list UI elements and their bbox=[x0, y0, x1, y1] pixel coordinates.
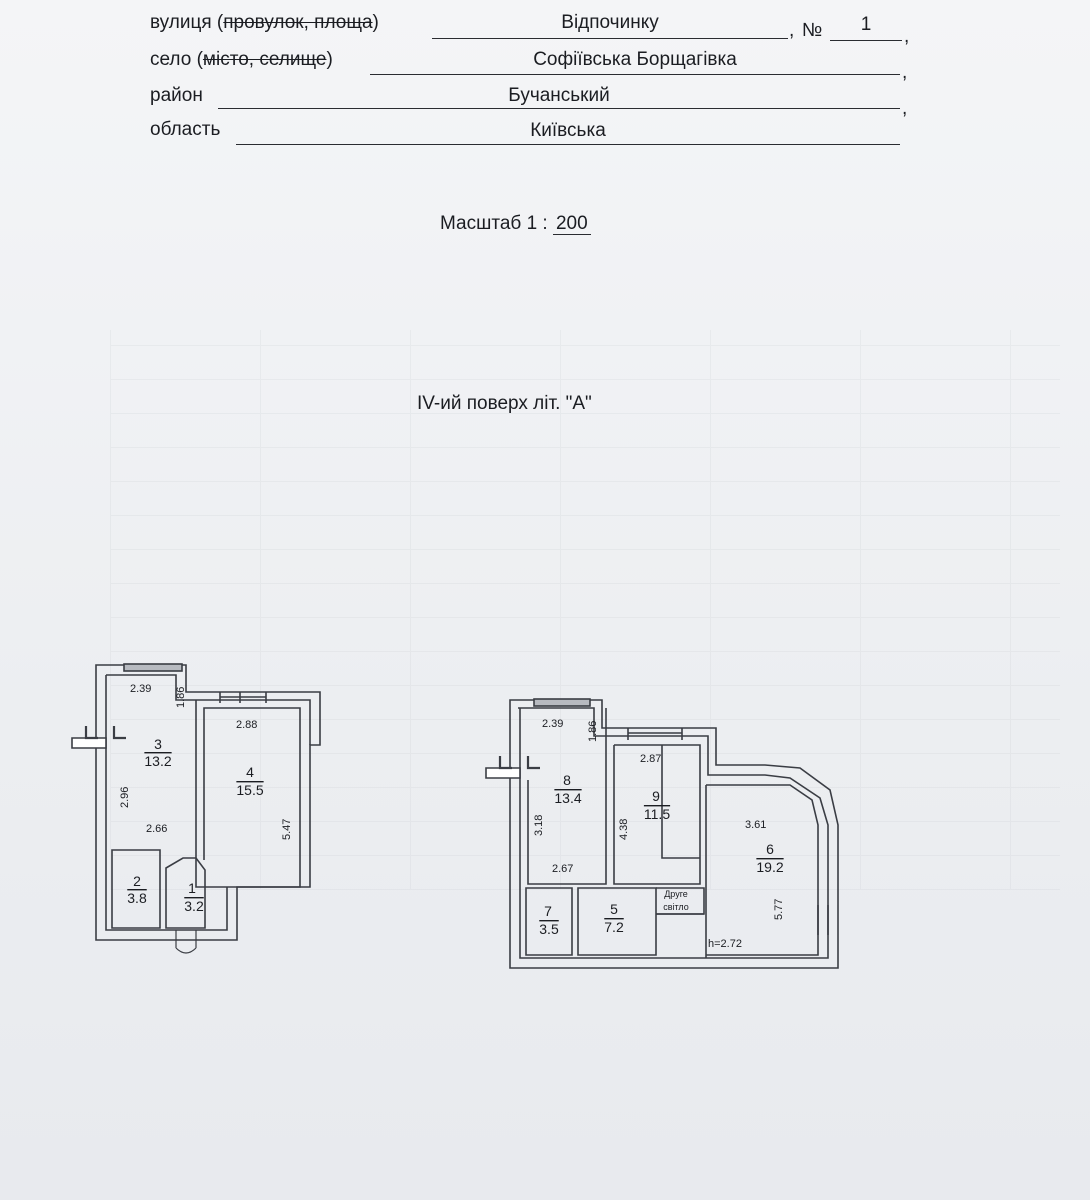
dim-left-5: 5.47 bbox=[281, 819, 293, 840]
room-right-5-number: 5 bbox=[610, 901, 618, 917]
district-value: Бучанський bbox=[508, 85, 610, 106]
plan-left bbox=[71, 663, 321, 954]
room-left-4-number: 4 bbox=[246, 764, 254, 780]
street-label-struck: провулок, площа bbox=[223, 12, 373, 33]
district-comma: , bbox=[902, 98, 908, 119]
village-label-struck: місто, селище bbox=[202, 49, 327, 70]
room-right-9-number: 9 bbox=[652, 788, 660, 804]
dim-left-3: 2.96 bbox=[119, 787, 131, 808]
plan-right-labels: 2.39 1.86 2.87 3.61 3.18 4.38 2.67 5.77 … bbox=[533, 718, 785, 950]
room-left-2-number: 2 bbox=[133, 873, 141, 889]
district-label: район bbox=[150, 85, 203, 106]
dim-right-3: 3.61 bbox=[745, 819, 766, 831]
village-label: село (місто, селище) bbox=[150, 49, 333, 71]
dim-right-7: 5.77 bbox=[773, 899, 785, 920]
village-value: Софіївська Борщагівка bbox=[533, 49, 737, 70]
dim-right-6: 2.67 bbox=[552, 863, 573, 875]
height-note: h=2.72 bbox=[708, 938, 742, 950]
room-right-9-area: 11.5 bbox=[644, 806, 670, 822]
village-underline bbox=[370, 74, 900, 75]
street-label: вулиця (провулок, площа) bbox=[150, 12, 379, 34]
second-light-line2: світло bbox=[663, 902, 689, 912]
floor-title: IV-ий поверх літ. "А" bbox=[417, 393, 592, 414]
room-right-7-area: 3.5 bbox=[539, 921, 559, 937]
dim-right-2: 2.87 bbox=[640, 753, 661, 765]
dim-left-0: 2.39 bbox=[130, 683, 151, 695]
dim-right-0: 2.39 bbox=[542, 718, 563, 730]
street-underline bbox=[432, 38, 788, 39]
region-label: область bbox=[150, 119, 221, 140]
house-number-underline bbox=[830, 40, 902, 41]
plan-right bbox=[485, 698, 839, 969]
region-underline bbox=[236, 144, 900, 145]
district-underline bbox=[218, 108, 900, 109]
dim-right-5: 4.38 bbox=[618, 819, 630, 840]
plan-right-rooms: 8 13.4 9 11.5 6 19.2 7 3.5 5 7.2 bbox=[539, 772, 784, 937]
house-number-value: 1 bbox=[860, 14, 872, 35]
scale-label: Масштаб bbox=[440, 213, 522, 234]
room-right-8-number: 8 bbox=[563, 772, 571, 788]
scale-ratio-prefix: 1 : bbox=[526, 213, 548, 234]
village-label-end: ) bbox=[326, 49, 333, 70]
room-right-5-area: 7.2 bbox=[604, 919, 624, 935]
room-right-6-area: 19.2 bbox=[756, 859, 783, 875]
room-right-7-number: 7 bbox=[544, 903, 552, 919]
bleed-through-background bbox=[110, 330, 1060, 890]
room-left-1-area: 3.2 bbox=[184, 898, 204, 914]
room-left-2-area: 3.8 bbox=[127, 890, 147, 906]
room-right-8-area: 13.4 bbox=[554, 790, 581, 806]
room-left-3-number: 3 bbox=[154, 736, 162, 752]
room-left-1-number: 1 bbox=[188, 880, 196, 896]
scale-line: Масштаб 1 : 200 bbox=[440, 213, 591, 235]
plan-left-rooms: 3 13.2 4 15.5 2 3.8 1 3.2 bbox=[127, 736, 264, 914]
room-left-4-area: 15.5 bbox=[236, 782, 263, 798]
street-label-end: ) bbox=[372, 12, 379, 33]
dim-right-4: 3.18 bbox=[533, 815, 545, 836]
village-label-text: село ( bbox=[150, 49, 203, 70]
dim-left-2: 2.88 bbox=[236, 719, 257, 731]
region-value: Київська bbox=[530, 120, 606, 141]
room-right-6-number: 6 bbox=[766, 841, 774, 857]
second-light-label: Друге світло bbox=[663, 889, 689, 912]
house-number-label: № bbox=[802, 20, 823, 41]
dim-right-1: 1.86 bbox=[587, 721, 599, 742]
street-label-text: вулиця ( bbox=[150, 12, 224, 33]
village-comma: , bbox=[902, 62, 908, 83]
street-comma: , bbox=[789, 20, 795, 41]
dim-left-4: 2.66 bbox=[146, 823, 167, 835]
dim-left-1: 1.86 bbox=[175, 687, 187, 708]
street-value: Відпочинку bbox=[561, 12, 659, 33]
room-left-3-area: 13.2 bbox=[144, 753, 171, 769]
scale-ratio-value: 200 bbox=[552, 213, 591, 235]
second-light-line1: Друге bbox=[664, 889, 688, 899]
house-number-comma: , bbox=[904, 26, 910, 47]
plan-left-labels: 2.39 1.86 2.88 2.96 2.66 5.47 bbox=[119, 683, 293, 840]
